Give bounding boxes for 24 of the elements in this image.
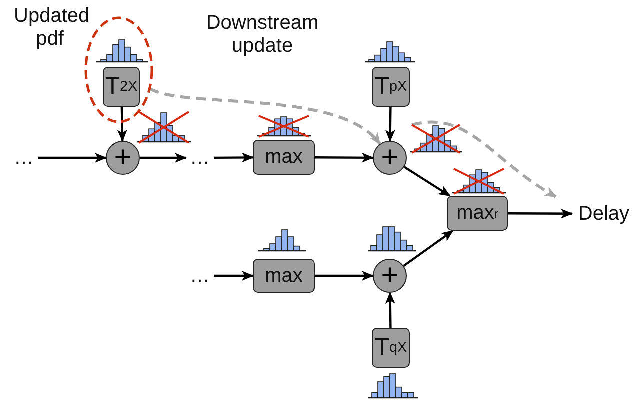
- arrow: [38, 153, 107, 163]
- max-box: max: [253, 259, 315, 293]
- arrow: [385, 106, 396, 142]
- sum-circle: +: [373, 259, 407, 293]
- ellipsis-text: …: [10, 146, 38, 170]
- arrow: [315, 152, 374, 163]
- arrow: [117, 106, 128, 142]
- arrow: [214, 152, 254, 163]
- arrow: [385, 292, 396, 328]
- arrow: [214, 271, 254, 281]
- dashed-arrow: [412, 121, 557, 198]
- arrow: [404, 166, 451, 197]
- sum-circle: +: [373, 141, 407, 175]
- dashed-arrow: [149, 87, 382, 146]
- output-text: Delay: [572, 200, 636, 228]
- arrow: [508, 208, 573, 219]
- arrow: [315, 271, 374, 281]
- sum-circle: +: [106, 141, 140, 175]
- ellipsis-text: …: [186, 146, 214, 170]
- max-box: max: [253, 140, 315, 175]
- arrow: [403, 230, 454, 268]
- arrow: [140, 153, 187, 163]
- annotation-text: Updated pdf: [14, 5, 86, 51]
- ellipsis-text: …: [186, 264, 214, 288]
